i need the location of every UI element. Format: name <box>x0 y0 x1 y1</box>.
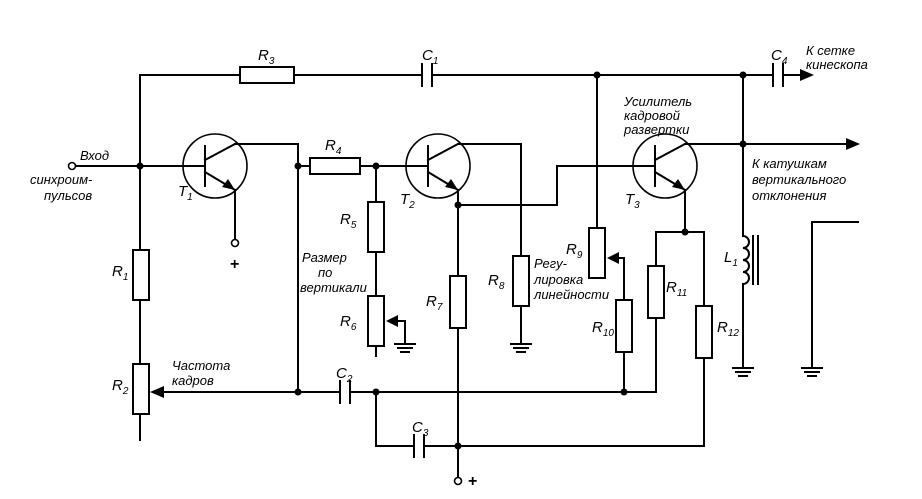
frequency-annotation: Частота кадров <box>172 358 230 388</box>
r2-wiper-arrow <box>150 386 164 398</box>
label-t3: T3 <box>625 191 640 211</box>
ground-symbol-l1 <box>732 367 754 377</box>
svg-text:Регу-: Регу- <box>534 256 568 271</box>
ground-symbol-r8 <box>510 343 532 353</box>
input-annotation: Вход синхроим- пульсов <box>30 148 109 203</box>
coil-output-arrow <box>846 138 860 150</box>
svg-text:К катушкам: К катушкам <box>752 156 827 171</box>
input-terminal <box>67 161 77 171</box>
inductor-l1 <box>741 234 750 286</box>
resistor-r9 <box>588 227 606 279</box>
svg-text:кадров: кадров <box>172 373 214 388</box>
svg-text:лировка: лировка <box>533 272 583 287</box>
t1-plus-sign: + <box>230 256 239 273</box>
grid-annotation: К сетке кинескопа <box>806 43 868 72</box>
label-r7: R7 <box>426 293 443 313</box>
resistor-r11 <box>647 265 665 319</box>
svg-text:Размер: Размер <box>302 250 347 265</box>
label-c2: C2 <box>336 365 353 385</box>
svg-text:развертки: развертки <box>623 122 689 137</box>
linearity-annotation: Регу- лировка линейности <box>533 256 609 302</box>
label-r9: R9 <box>566 241 583 261</box>
capacitor-c1 <box>421 63 433 87</box>
plus-supply-terminal <box>453 476 463 486</box>
svg-text:отклонения: отклонения <box>752 188 827 203</box>
transistor-t1 <box>182 133 248 199</box>
r9-wiper-arrow <box>607 252 619 264</box>
svg-text:кадровой: кадровой <box>624 108 680 123</box>
label-r1: R1 <box>112 263 128 283</box>
t1-supply-terminal <box>230 238 240 248</box>
amplifier-annotation: Усилитель кадровой развертки <box>623 94 692 137</box>
label-r2: R2 <box>112 377 129 397</box>
svg-text:пульсов: пульсов <box>44 188 92 203</box>
transistor-t2 <box>405 133 471 199</box>
svg-text:вертикали: вертикали <box>300 280 367 295</box>
label-r10: R10 <box>592 319 614 339</box>
label-r5: R5 <box>340 211 357 231</box>
r6-wiper-arrow <box>386 315 398 327</box>
resistor-r4 <box>309 157 361 175</box>
bottom-plus-sign: + <box>468 473 477 490</box>
svg-text:Вход: Вход <box>80 148 109 163</box>
label-r3: R3 <box>258 47 275 67</box>
junction-dots <box>136 71 747 450</box>
resistor-r6 <box>367 295 385 347</box>
label-r11: R11 <box>666 279 687 299</box>
grid-output-arrow <box>800 69 814 81</box>
transistor-t3 <box>632 133 698 199</box>
svg-text:кинескопа: кинескопа <box>806 57 868 72</box>
label-l1: L1 <box>724 249 738 269</box>
resistor-r1 <box>132 249 150 301</box>
svg-text:вертикального: вертикального <box>752 172 846 187</box>
resistor-r2 <box>132 363 150 415</box>
label-r12: R12 <box>717 319 739 339</box>
capacitor-c4 <box>772 63 784 87</box>
label-c1: C1 <box>422 47 438 67</box>
label-c4: C4 <box>771 47 788 67</box>
svg-text:линейности: линейности <box>533 287 609 302</box>
size-annotation: Размер по вертикали <box>300 250 367 295</box>
resistor-r12 <box>695 305 713 359</box>
ground-symbol-right <box>801 367 823 377</box>
label-t2: T2 <box>400 191 415 211</box>
resistor-r7 <box>449 275 467 329</box>
svg-text:К сетке: К сетке <box>806 43 855 58</box>
label-t1: T1 <box>178 183 193 203</box>
label-r8: R8 <box>488 272 505 292</box>
svg-text:Частота: Частота <box>172 358 230 373</box>
resistor-r10 <box>615 299 633 353</box>
label-r4: R4 <box>325 137 342 157</box>
svg-text:Усилитель: Усилитель <box>623 94 692 109</box>
ground-symbol-r6 <box>394 343 416 353</box>
svg-text:по: по <box>318 265 332 280</box>
label-c3: C3 <box>412 419 429 439</box>
resistor-r3 <box>239 66 295 84</box>
resistor-r5 <box>367 201 385 253</box>
resistor-r8 <box>512 255 530 307</box>
coils-annotation: К катушкам вертикального отклонения <box>752 156 846 203</box>
svg-text:синхроим-: синхроим- <box>30 172 93 187</box>
label-r6: R6 <box>340 313 357 333</box>
